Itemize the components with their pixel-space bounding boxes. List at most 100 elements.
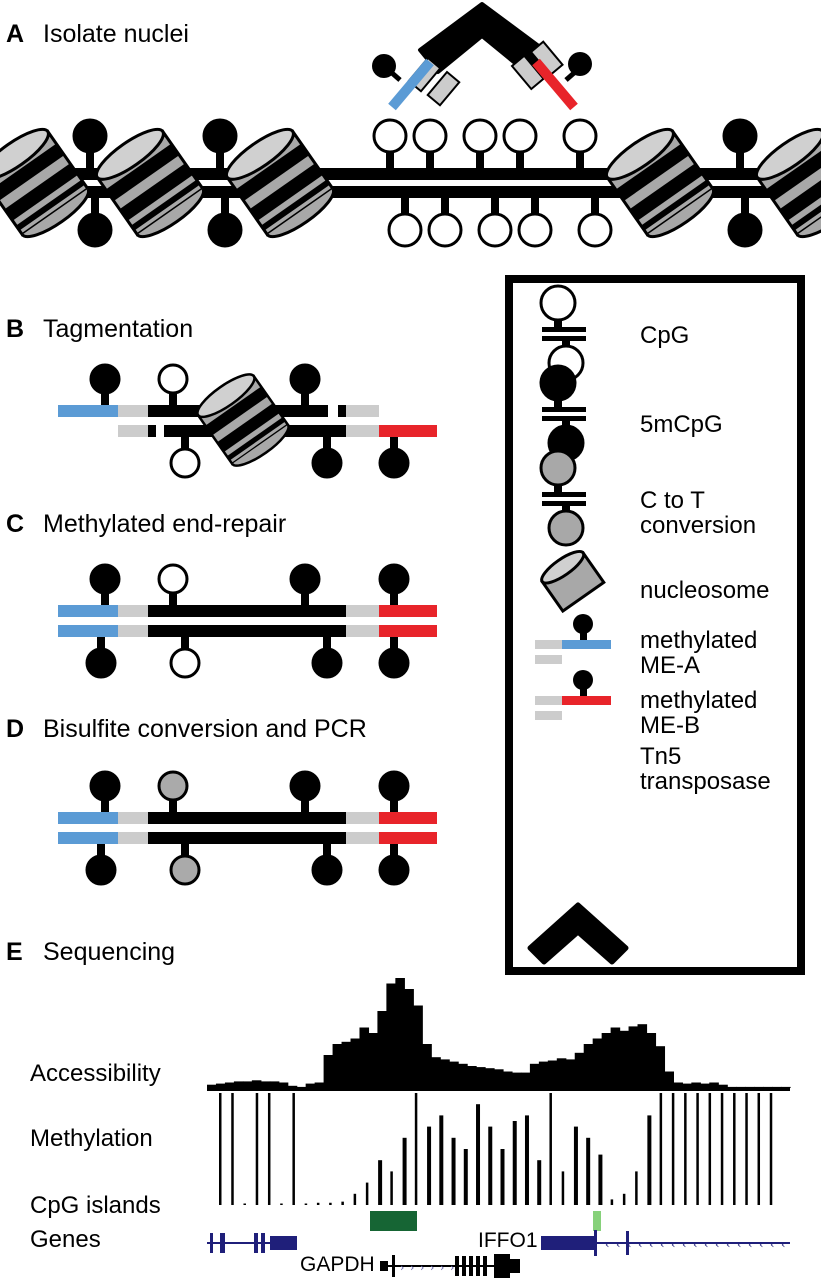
strand-arrow: ‹ [660, 1238, 664, 1251]
methylation-bar [659, 1093, 663, 1205]
methylation-bar [598, 1154, 603, 1205]
strand-arrow: ‹ [638, 1238, 642, 1251]
accessibility-bar [287, 1085, 298, 1088]
methylated-cpg-bottom [378, 844, 410, 886]
unmethylated-cpg-icon [539, 284, 586, 382]
unmethylated-cpg-bottom [169, 437, 201, 479]
methylation-bar [353, 1193, 357, 1205]
methylation-bar [573, 1126, 578, 1205]
converted-cpg-icon [539, 449, 586, 547]
panel-d-fragment [58, 812, 437, 844]
methylation-bar [414, 1093, 418, 1205]
dna-bottom-gap [148, 425, 156, 437]
accessibility-bar [485, 1068, 495, 1088]
adapter-gray [346, 625, 379, 637]
dna-strand [148, 605, 346, 617]
nucleosome-icon [540, 549, 606, 614]
methylation-bar [696, 1093, 699, 1205]
track-label-genes: Genes [30, 1226, 101, 1253]
unmethylated-cpg-top [412, 118, 448, 168]
unmethylated-cpg-top [372, 118, 408, 168]
methylation-bar [329, 1202, 332, 1205]
adapter-gray [346, 405, 379, 417]
dna-strand [148, 832, 346, 844]
dna-strand [148, 625, 346, 637]
gapdh-exon [455, 1256, 459, 1276]
methylation-bar [267, 1093, 271, 1205]
methylated-cpg-bottom [207, 198, 243, 248]
methylation-bar [316, 1202, 320, 1205]
nucleosome-4 [604, 127, 716, 239]
strand-arrow: ‹ [770, 1238, 774, 1251]
methylation-bar [243, 1203, 246, 1205]
adapter-a [58, 605, 118, 617]
methylated-cpg-bottom [311, 637, 343, 679]
unmethylated-cpg-top [502, 118, 538, 168]
accessibility-bar [233, 1081, 244, 1088]
legend-label-5mcpg: 5mCpG [640, 411, 723, 438]
methylation-bar [341, 1201, 344, 1205]
accessibility-bar [350, 1038, 361, 1088]
strand-arrow: ‹ [671, 1238, 675, 1251]
cpg-island-iffo1 [593, 1211, 601, 1231]
methylation-bar [255, 1093, 259, 1205]
cpg-island-gapdh [370, 1211, 417, 1231]
strand-arrow: ‹ [748, 1238, 752, 1251]
adapter-gray [118, 405, 148, 417]
accessibility-bar [323, 1055, 334, 1088]
unmethylated-cpg-bottom [169, 637, 201, 679]
accessibility-bar [556, 1058, 567, 1088]
strand-arrow: ‹ [649, 1238, 653, 1251]
methylation-bar [512, 1121, 517, 1205]
adapter-b [379, 425, 437, 437]
accessibility-bar [745, 1086, 755, 1088]
adapter-gray [346, 832, 379, 844]
gene-exon [210, 1233, 213, 1253]
tn5-adapter-slot [426, 70, 461, 107]
strand-arrow: › [400, 1261, 404, 1274]
methylation-bar [757, 1093, 761, 1205]
methylated-cpg-top [289, 770, 321, 812]
accessibility-bar [278, 1082, 289, 1088]
gapdh-exon [462, 1256, 466, 1276]
dna-top-gap [338, 405, 346, 417]
adapter-gray [346, 425, 379, 437]
accessibility-bar [601, 1033, 612, 1088]
gapdh-exon [476, 1256, 480, 1276]
methylated-cpg-top [378, 770, 410, 812]
adapter-a [58, 812, 118, 824]
unmethylated-cpg-top [462, 118, 498, 168]
strand-arrow: ‹ [737, 1238, 741, 1251]
accessibility-bar [673, 1082, 683, 1088]
methylation-bar [500, 1149, 505, 1205]
panel-e-letter: E [6, 938, 23, 966]
adapter-gray [118, 605, 148, 617]
gene-exon [254, 1233, 258, 1253]
strand-arrow: › [440, 1261, 444, 1274]
gapdh-exon [510, 1259, 520, 1273]
adapter-gray [118, 625, 148, 637]
panel-b-fragment [58, 405, 437, 437]
strand-arrow: › [430, 1261, 434, 1274]
converted-cpg-top [157, 770, 189, 812]
accessibility-bar [709, 1082, 719, 1088]
methylated-cpg-bottom [727, 198, 763, 248]
unmethylated-cpg-bottom [387, 198, 423, 248]
adapter-a-arm [388, 58, 434, 111]
methylation-bar [745, 1093, 748, 1205]
accessibility-bar [655, 1046, 666, 1088]
accessibility-bar [736, 1086, 746, 1088]
accessibility-bar [458, 1063, 468, 1088]
adapter-b-arm [532, 58, 578, 111]
accessibility-bar [422, 1044, 432, 1088]
methylation-bar [427, 1126, 432, 1205]
adapter-gray [118, 425, 148, 437]
gapdh-exon [392, 1255, 395, 1277]
accessibility-bar [691, 1082, 701, 1088]
dna-strand [148, 812, 346, 824]
legend-label-tn5: Tn5 transposase [640, 743, 771, 796]
accessibility-bar [251, 1080, 262, 1088]
accessibility-bar [260, 1081, 271, 1088]
